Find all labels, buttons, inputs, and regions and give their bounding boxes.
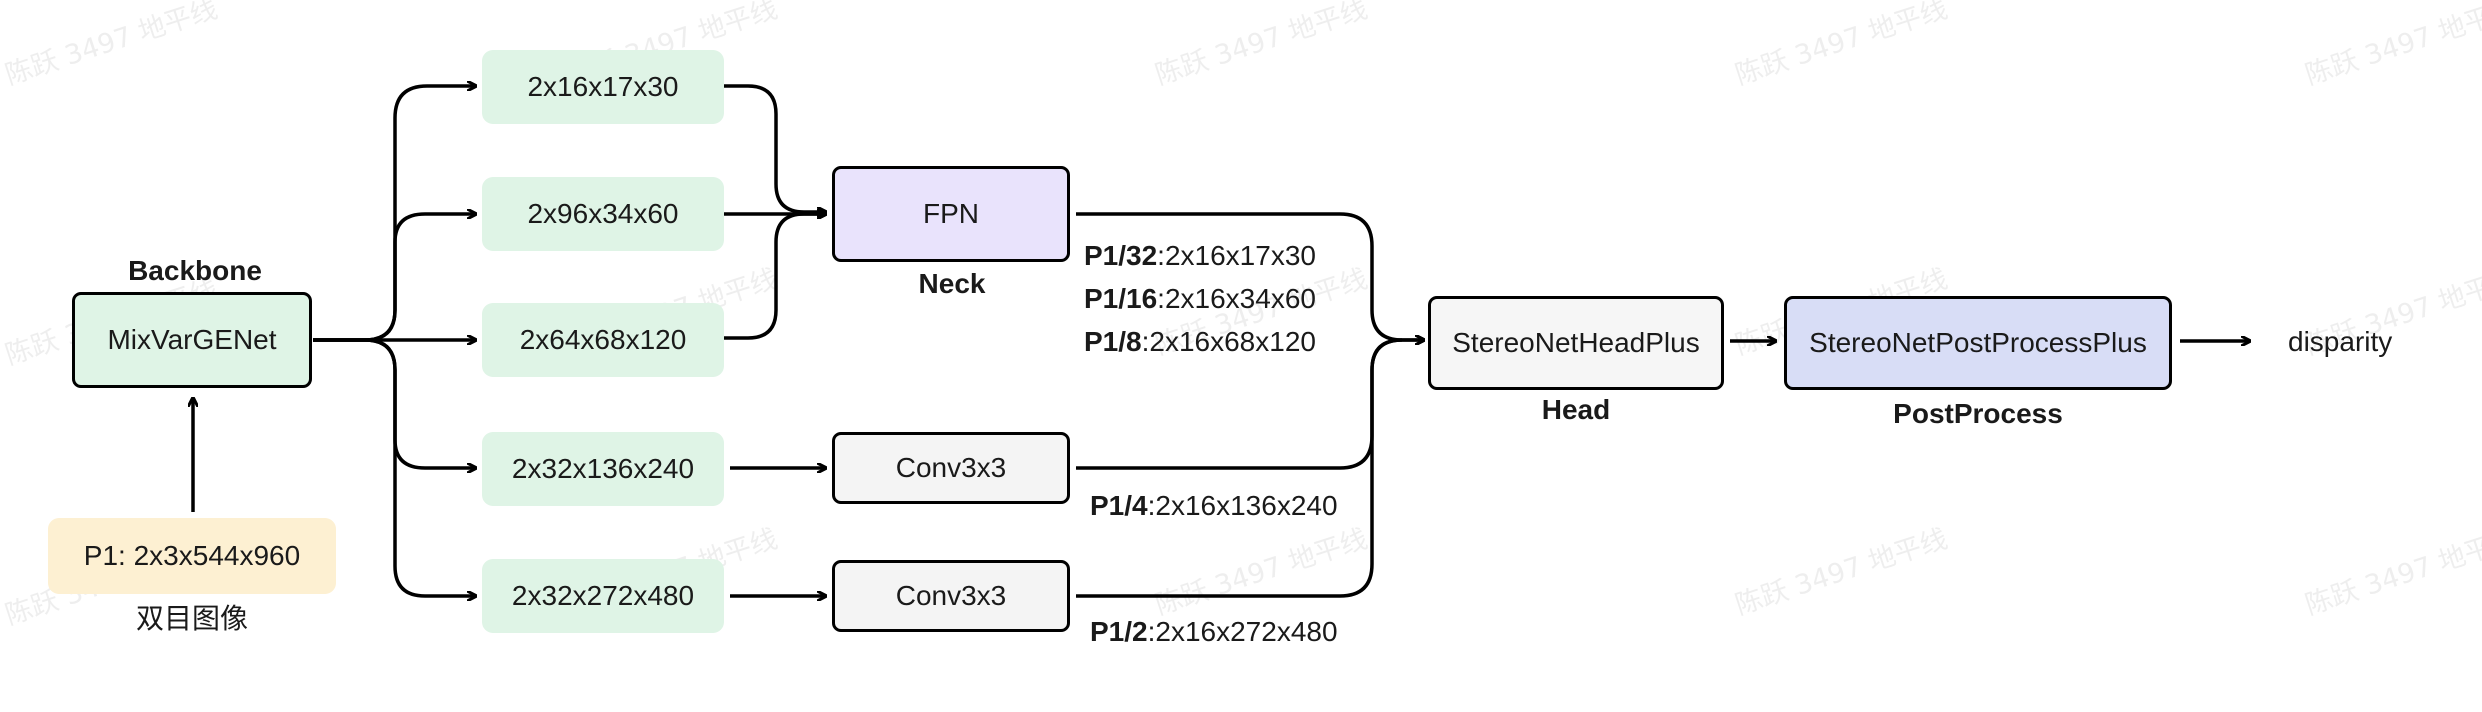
feature-map-label: 2x32x136x240: [511, 453, 695, 484]
arrow-backbone-to-feature-5: [313, 338, 476, 596]
output-label: disparity: [2288, 326, 2393, 357]
scale-label-p1-32: P1/32:2x16x17x30: [1084, 240, 1316, 272]
head-node: StereoNetHeadPlus: [1428, 296, 1724, 390]
head-label: StereoNetHeadPlus: [1452, 327, 1700, 358]
scale-key: P1/2: [1090, 616, 1148, 647]
conv3x3-node-2: Conv3x3: [832, 560, 1070, 632]
feature-map-2: 2x96x34x60: [482, 177, 724, 251]
feature-map-label: 2x16x17x30: [527, 71, 679, 102]
conv3x3-label: Conv3x3: [895, 452, 1007, 483]
scale-value: :2x16x68x120: [1141, 326, 1316, 357]
postprocess-caption: PostProcess: [1893, 398, 2063, 429]
scale-key: P1/4: [1090, 490, 1148, 521]
backbone-node: MixVarGENet: [72, 292, 312, 388]
scale-key: P1/8: [1084, 326, 1142, 357]
input-caption: 双目图像: [135, 603, 249, 634]
input-label: P1: 2x3x544x960: [83, 540, 301, 571]
arrow-backbone-to-feature-2: [313, 214, 476, 342]
scale-label-p1-4: P1/4:2x16x136x240: [1090, 490, 1338, 522]
feature-map-3: 2x64x68x120: [482, 303, 724, 377]
feature-map-1: 2x16x17x30: [482, 50, 724, 124]
feature-map-5: 2x32x272x480: [482, 559, 724, 633]
arrow-feature-3-to-fpn: [724, 214, 826, 340]
arrow-conv-2-to-head: [1076, 338, 1403, 598]
scale-key: P1/16: [1084, 283, 1158, 314]
feature-map-label: 2x32x272x480: [511, 580, 695, 611]
arrow-feature-1-to-fpn: [724, 84, 826, 212]
scale-value: :2x16x136x240: [1147, 490, 1338, 521]
feature-map-4: 2x32x136x240: [482, 432, 724, 506]
scale-label-p1-2: P1/2:2x16x272x480: [1090, 616, 1338, 648]
backbone-label: MixVarGENet: [107, 324, 277, 355]
scale-key: P1/32: [1084, 240, 1158, 271]
scale-value: :2x16x17x30: [1157, 240, 1316, 271]
scale-value: :2x16x272x480: [1147, 616, 1338, 647]
backbone-title: Backbone: [128, 255, 262, 286]
scale-label-p1-16: P1/16:2x16x34x60: [1084, 283, 1316, 315]
feature-map-label: 2x64x68x120: [519, 324, 687, 355]
conv3x3-label: Conv3x3: [895, 580, 1007, 611]
postprocess-node: StereoNetPostProcessPlus: [1784, 296, 2172, 390]
fpn-label: FPN: [923, 198, 979, 229]
fpn-node: FPN: [832, 166, 1070, 262]
input-node: P1: 2x3x544x960: [48, 518, 336, 594]
head-caption: Head: [1541, 394, 1611, 425]
arrow-fpn-to-head: [1076, 212, 1424, 340]
feature-map-label: 2x96x34x60: [527, 198, 679, 229]
neck-caption: Neck: [918, 268, 986, 299]
scale-label-p1-8: P1/8:2x16x68x120: [1084, 326, 1316, 358]
postprocess-label: StereoNetPostProcessPlus: [1809, 327, 2147, 358]
scale-value: :2x16x34x60: [1157, 283, 1316, 314]
conv3x3-node-1: Conv3x3: [832, 432, 1070, 504]
